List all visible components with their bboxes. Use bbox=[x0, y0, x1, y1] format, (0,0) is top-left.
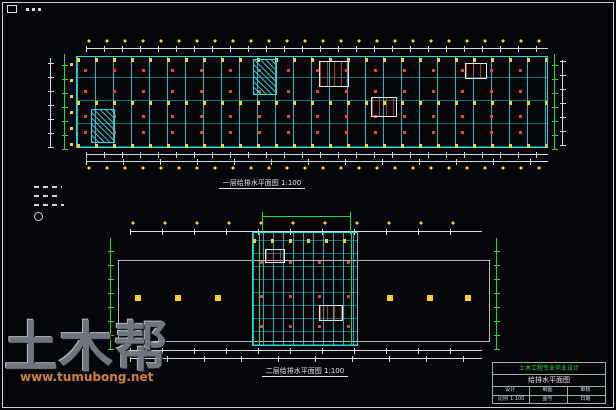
legend-note bbox=[34, 186, 62, 188]
fixture-detail bbox=[465, 63, 487, 79]
title-block-cell: 设计 bbox=[493, 387, 531, 396]
north-symbol bbox=[34, 212, 43, 221]
title-block-cell: 制图 bbox=[530, 387, 568, 396]
title-block-cell: 图号 bbox=[530, 395, 568, 403]
pipe-fixtures-row bbox=[77, 131, 547, 134]
title-block-drawing-name: 给排水平面图 bbox=[493, 375, 605, 387]
dimension-line-right bbox=[552, 54, 558, 150]
pipe-fixtures-row bbox=[77, 69, 547, 72]
plan2-caption: 二层给排水平面图 1:100 bbox=[225, 366, 385, 377]
column-marker bbox=[387, 295, 393, 301]
column-marker bbox=[175, 295, 181, 301]
dimension-line-right-plan2 bbox=[494, 238, 500, 350]
dimension-line-left bbox=[62, 54, 68, 150]
plan-first-floor bbox=[76, 56, 548, 148]
dimension-line-bottom bbox=[86, 152, 548, 158]
dimension-extension-line bbox=[262, 212, 263, 234]
column-marker bbox=[427, 295, 433, 301]
dimension-line-left-plan2 bbox=[108, 238, 114, 350]
title-block-cell: 比例 1:100 bbox=[493, 395, 531, 403]
title-block: 土木工程专业毕业设计 给排水平面图 设计 制图 审核 比例 1:100 图号 bbox=[492, 362, 606, 404]
title-block-project: 土木工程专业毕业设计 bbox=[493, 363, 605, 375]
title-block-cell: 日期 bbox=[580, 395, 591, 402]
title-block-cell: 审核 bbox=[567, 387, 605, 396]
column-markers-row bbox=[77, 101, 547, 105]
pipe-fixtures-row bbox=[77, 115, 547, 118]
grid-bubbles-row-top-plan2 bbox=[130, 220, 482, 226]
stair-symbol bbox=[91, 109, 115, 143]
dimension-line-bottom-plan2 bbox=[130, 348, 482, 354]
dimension-line-top bbox=[86, 46, 548, 52]
pipe-fixtures-row bbox=[253, 261, 357, 264]
grid-bubbles-row-top bbox=[86, 38, 548, 44]
core-dimension-line bbox=[262, 216, 351, 217]
column-markers-row bbox=[253, 239, 357, 243]
title-block-grid: 设计 制图 审核 比例 1:100 图号 日期 bbox=[493, 387, 605, 403]
dimension-extension-line bbox=[350, 212, 351, 234]
dimension-line-left-outer bbox=[48, 58, 54, 148]
pipe-fixtures-row bbox=[253, 295, 357, 298]
riser-line bbox=[259, 233, 260, 345]
plan2-caption-text: 二层给排水平面图 1:100 bbox=[261, 367, 349, 377]
toilet-detail bbox=[319, 61, 349, 87]
dimension-line-right-outer bbox=[560, 60, 566, 146]
legend-note bbox=[34, 195, 58, 197]
column-marker bbox=[135, 295, 141, 301]
riser-line bbox=[351, 233, 352, 345]
dimension-line-bottom-total bbox=[86, 159, 548, 165]
fixture-detail bbox=[265, 249, 285, 263]
riser-markers-column bbox=[70, 60, 73, 146]
pipe-fixtures-row bbox=[253, 325, 357, 328]
sheet-corner-symbol bbox=[7, 5, 17, 13]
column-markers-row bbox=[77, 144, 547, 148]
plan1-caption: 一层给排水平面图 1:100 bbox=[192, 178, 332, 189]
pipe-fixtures-row bbox=[77, 90, 547, 93]
dimension-line-bottom-total-plan2 bbox=[130, 356, 482, 362]
fixture-detail bbox=[319, 305, 343, 321]
sheet-corner-marks bbox=[26, 8, 42, 11]
fixture-detail bbox=[371, 97, 397, 117]
core-stair-toilet-detail bbox=[252, 232, 358, 346]
column-marker bbox=[215, 295, 221, 301]
column-marker bbox=[465, 295, 471, 301]
plan1-caption-text: 一层给排水平面图 1:100 bbox=[218, 179, 306, 189]
column-markers-row bbox=[77, 58, 547, 62]
grid-bubbles-row-bottom bbox=[86, 165, 548, 171]
legend-note bbox=[34, 204, 64, 206]
stair-symbol bbox=[253, 59, 277, 95]
